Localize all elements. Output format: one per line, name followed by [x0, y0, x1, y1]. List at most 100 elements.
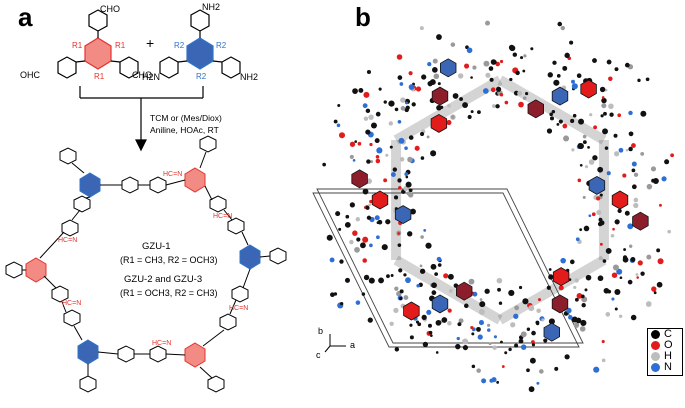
axis-c-label: c	[316, 350, 321, 360]
atom	[370, 122, 377, 129]
atom	[517, 90, 523, 96]
aromatic-ring	[351, 169, 368, 189]
atom	[543, 338, 548, 343]
atom	[645, 77, 650, 82]
atom	[495, 104, 500, 109]
reaction-arrow	[79, 86, 204, 152]
atom	[381, 244, 388, 251]
legend-label-n: N	[664, 361, 672, 373]
atom	[637, 260, 643, 266]
atom	[627, 223, 634, 230]
atom	[408, 71, 413, 76]
atom	[623, 248, 627, 251]
atom	[436, 256, 442, 262]
atom	[652, 178, 659, 184]
atom	[434, 272, 438, 276]
atom	[546, 128, 553, 134]
atom	[573, 322, 580, 328]
atom	[611, 272, 618, 278]
r1-label-b: R1	[115, 41, 126, 50]
legend-row-o: O	[648, 339, 682, 351]
r2-label-b: R2	[216, 41, 227, 50]
atom	[650, 166, 657, 172]
atom	[408, 135, 414, 140]
atom	[390, 172, 396, 178]
atom	[368, 114, 374, 120]
atom-framework	[322, 20, 675, 393]
atom	[597, 166, 604, 173]
atom	[504, 100, 509, 105]
atom	[582, 134, 587, 139]
atom	[355, 217, 360, 222]
atom	[330, 292, 335, 298]
atom	[614, 219, 620, 225]
atom	[585, 274, 592, 281]
atom	[404, 146, 408, 150]
atom	[628, 131, 634, 137]
atom	[417, 322, 422, 327]
atom	[433, 73, 440, 80]
atom	[392, 167, 398, 172]
atom	[481, 378, 487, 384]
atom	[398, 268, 403, 273]
atom	[394, 347, 400, 352]
atom	[419, 268, 426, 274]
atom	[431, 290, 437, 296]
atom	[399, 157, 405, 162]
atom	[421, 314, 427, 320]
atom	[326, 234, 333, 241]
atom	[339, 301, 344, 306]
atom	[414, 145, 420, 151]
atom	[476, 368, 481, 373]
atom	[631, 168, 636, 173]
atom	[571, 83, 578, 90]
atom	[535, 320, 540, 325]
atom	[664, 159, 670, 165]
atom	[467, 114, 472, 120]
atom	[500, 340, 503, 344]
atom	[577, 142, 584, 150]
atom	[407, 231, 413, 237]
atom	[531, 330, 536, 336]
atom	[476, 326, 481, 332]
atom	[661, 176, 667, 182]
aromatic-ring	[551, 86, 569, 106]
atom	[336, 123, 341, 128]
atom	[362, 188, 369, 195]
atom	[427, 61, 432, 67]
atom	[443, 273, 449, 279]
atom	[522, 298, 529, 305]
atom	[637, 78, 641, 83]
atom	[599, 242, 603, 246]
atom	[403, 295, 409, 300]
atom	[492, 345, 497, 350]
atom	[530, 47, 534, 51]
atom	[399, 82, 404, 86]
atom	[551, 109, 556, 114]
atom	[366, 159, 371, 164]
legend-row-n: N	[648, 361, 682, 373]
cof-name-2: GZU-2 and GZU-3	[124, 274, 203, 285]
atom	[640, 271, 645, 276]
atom	[478, 320, 485, 326]
atom	[580, 319, 587, 327]
atom	[436, 105, 442, 111]
atom	[388, 121, 393, 126]
atom	[572, 113, 577, 118]
atom	[508, 44, 515, 51]
atom	[571, 79, 575, 84]
atom	[488, 342, 492, 346]
atom	[490, 87, 496, 93]
atom	[513, 313, 519, 319]
atom	[497, 287, 501, 292]
atom	[369, 199, 373, 204]
atom	[375, 155, 380, 159]
atom	[422, 341, 429, 348]
atom	[528, 305, 535, 312]
aldehyde-monomer	[57, 9, 139, 79]
cof-macrocycle	[5, 135, 287, 393]
atom	[482, 88, 489, 94]
atom	[603, 111, 607, 116]
atom	[409, 335, 414, 340]
atom	[344, 221, 351, 228]
